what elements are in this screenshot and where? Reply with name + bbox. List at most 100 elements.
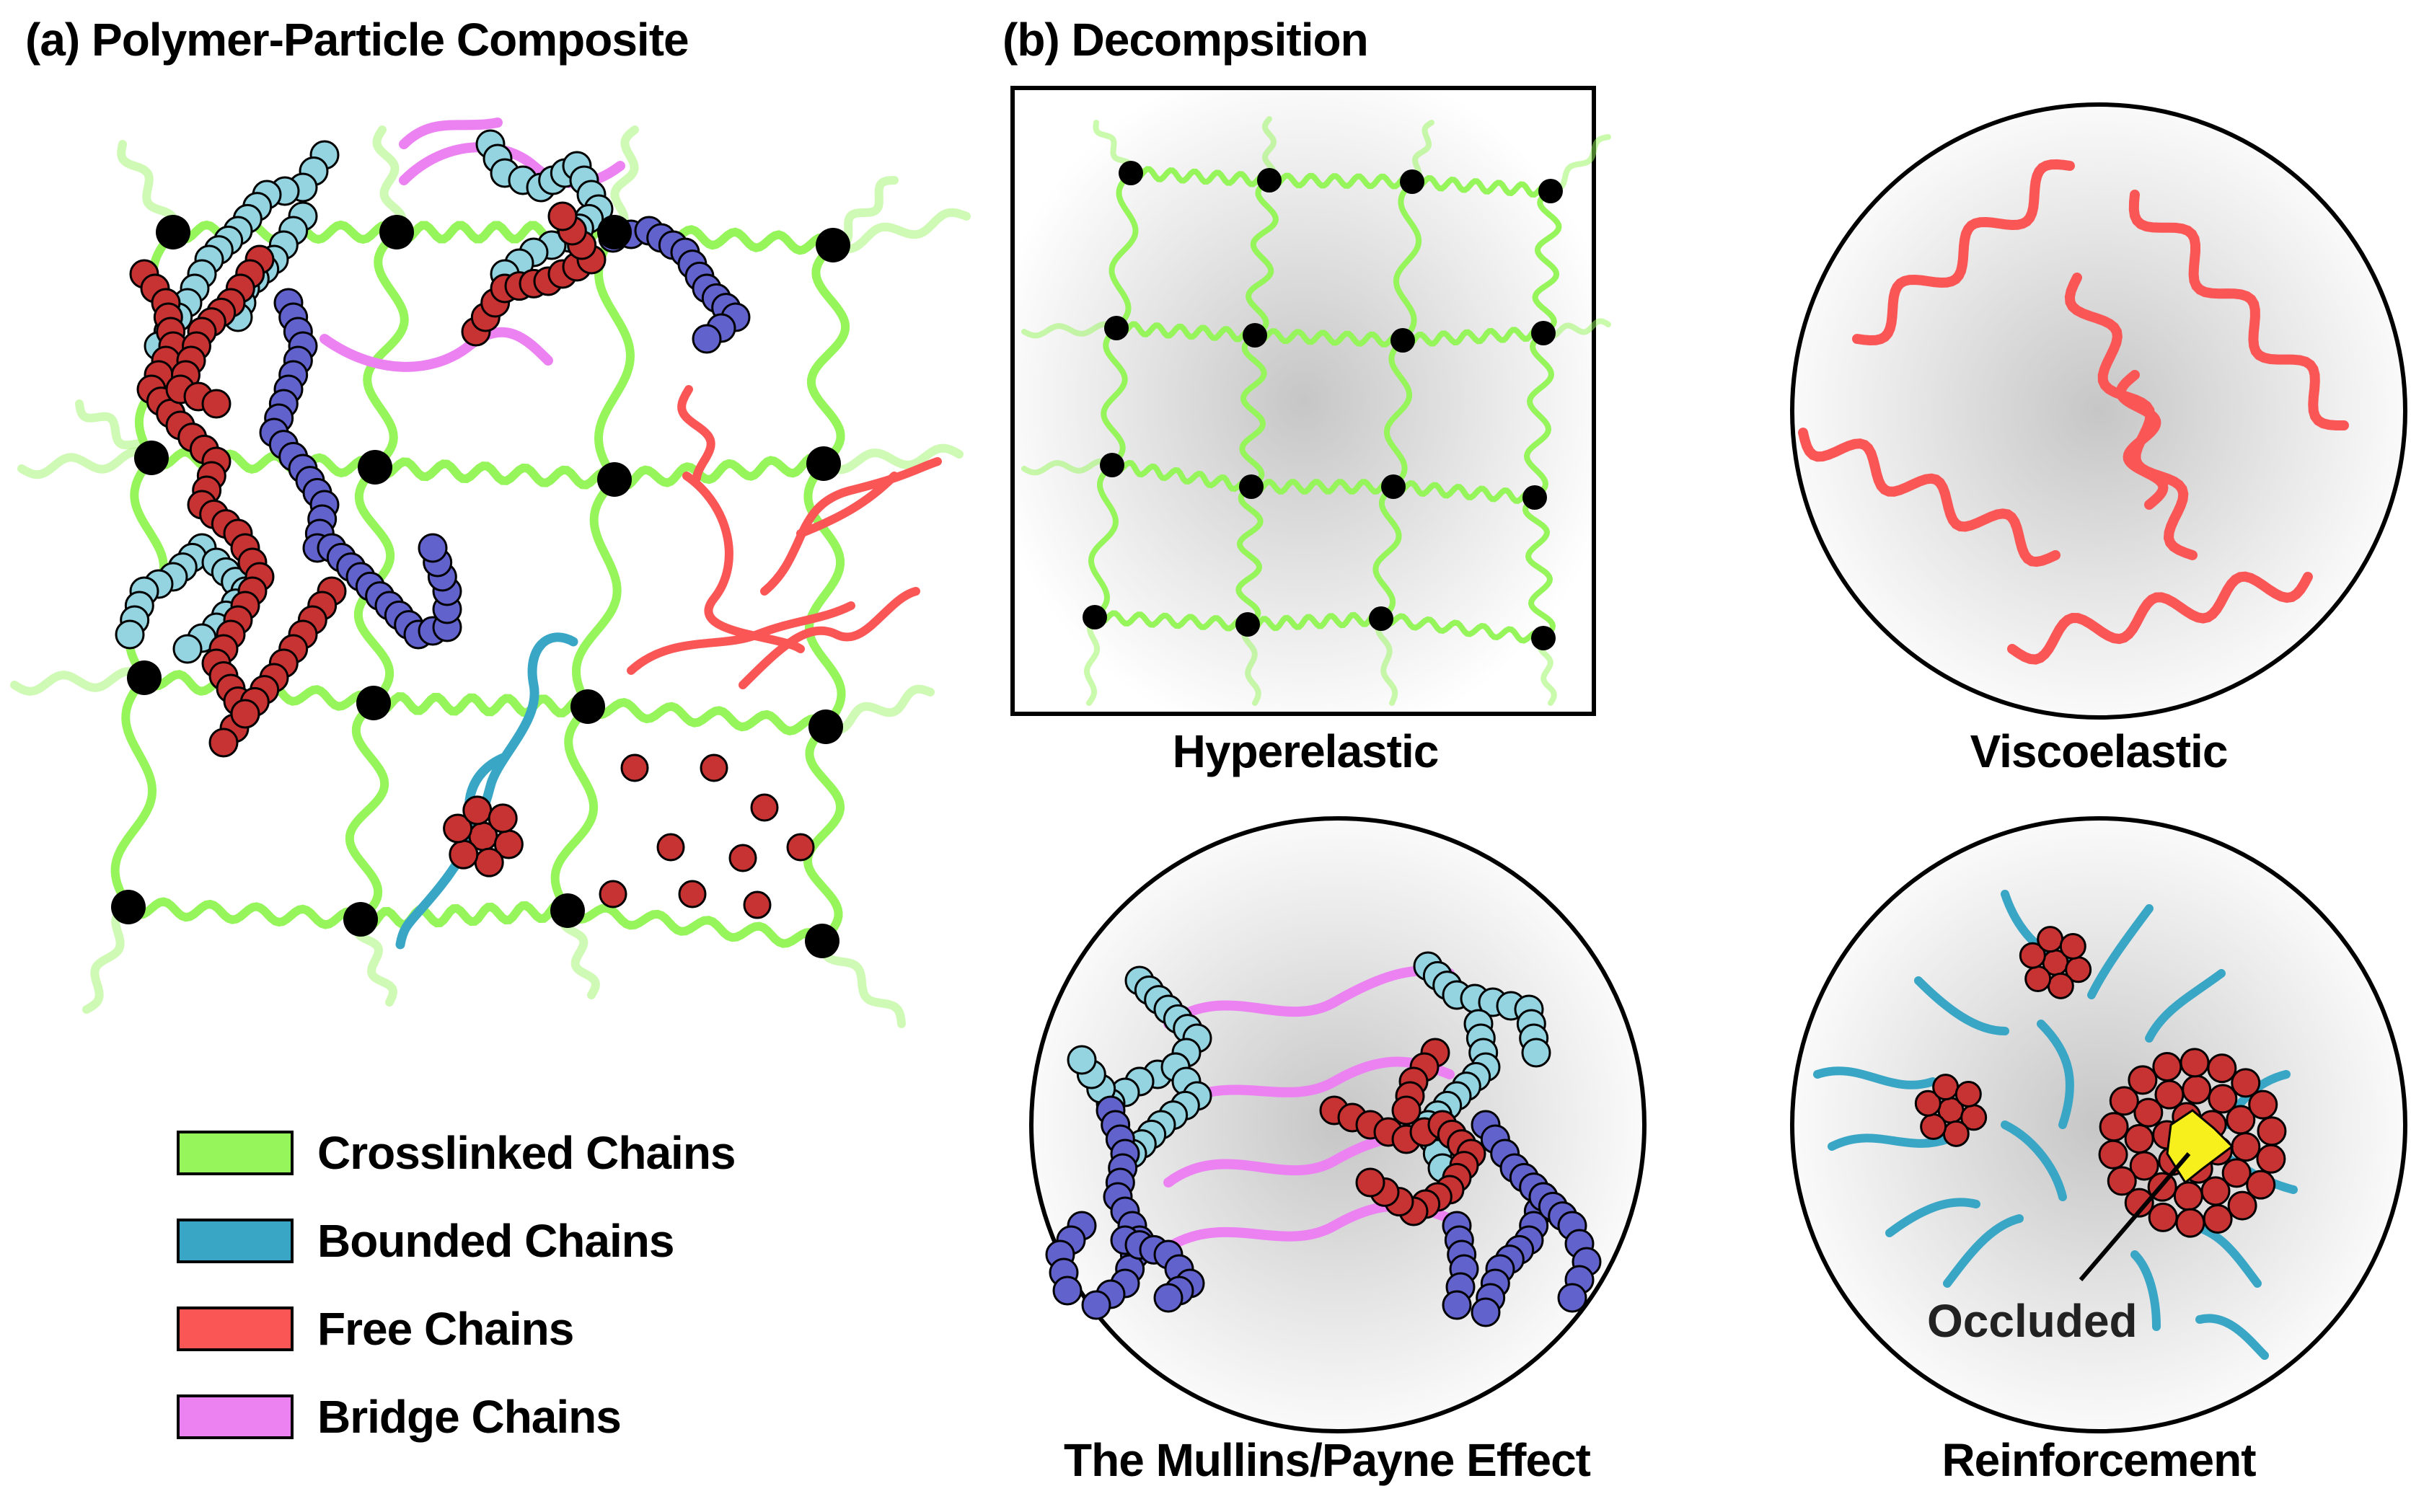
particle-bead — [2098, 1139, 2128, 1170]
particle-bead — [2207, 1053, 2237, 1084]
crosslink-node — [597, 215, 632, 249]
crosslink-node — [379, 215, 414, 249]
particle-bead — [2182, 1074, 2212, 1105]
particle-bead — [1521, 1038, 1551, 1068]
crosslink-node — [156, 215, 190, 249]
particle-bead — [1391, 1095, 1422, 1126]
crosslinked-chain — [550, 702, 599, 915]
particle-bead — [2200, 1176, 2231, 1206]
free-chain — [1798, 428, 2060, 567]
crosslink-node — [127, 660, 162, 695]
crosslinked-chain — [1088, 462, 1119, 620]
crosslinked-chain — [1400, 325, 1546, 348]
legend-item-free: Free Chains — [177, 1301, 826, 1358]
free-chain — [760, 457, 942, 596]
caption-reinforcement: Reinforcement — [1941, 1434, 2256, 1486]
crosslink-node — [806, 446, 841, 481]
crosslink-node — [570, 689, 605, 724]
crosslinked-chain — [1522, 495, 1556, 641]
particle-bead — [1081, 1290, 1111, 1320]
particle-bead — [2208, 1084, 2238, 1114]
legend-label: Bridge Chains — [317, 1391, 622, 1443]
particle-bead — [2175, 1208, 2205, 1238]
legend-swatch-free — [177, 1307, 294, 1351]
crosslinked-chain — [1235, 484, 1264, 627]
particle-bead — [201, 389, 232, 419]
free-chain — [2128, 190, 2349, 430]
crosslink-node — [356, 686, 391, 720]
crosslinked-chain — [1372, 484, 1402, 622]
crosslinked-chain — [803, 722, 845, 945]
legend-label: Crosslinked Chains — [317, 1127, 736, 1179]
crosslink-node — [111, 890, 146, 924]
legend-swatch-bounded — [177, 1219, 294, 1263]
crosslinked-chain — [583, 698, 830, 735]
crosslink-node — [343, 902, 378, 937]
crosslink-node — [808, 709, 843, 744]
occluded-core — [2166, 1109, 2234, 1185]
bounded-chain — [395, 632, 578, 950]
particle-bead — [2221, 1158, 2252, 1188]
particle-bead — [2128, 1065, 2158, 1095]
crosslinked-chain — [363, 228, 409, 472]
dangling-chain-end — [117, 140, 179, 236]
particle-bead — [1052, 1276, 1083, 1306]
particle-bead — [700, 753, 728, 782]
crosslinked-chain — [345, 699, 389, 924]
crosslink-node — [1235, 612, 1260, 637]
dangling-chain-end — [1021, 321, 1119, 339]
crosslinked-chain — [110, 673, 157, 911]
particle-bead — [2246, 1170, 2276, 1200]
crosslinked-chain — [1252, 328, 1406, 348]
particle-bead — [1932, 1074, 1960, 1101]
legend-label: Bounded Chains — [317, 1215, 674, 1267]
crosslinked-chain — [563, 903, 827, 948]
crosslink-nodes — [111, 161, 1563, 958]
particle-bead — [230, 699, 260, 729]
dangling-chain-end — [818, 937, 906, 1028]
particle-bead — [474, 847, 504, 877]
viscoelastic-circle — [1790, 102, 2407, 720]
particle-bead — [2173, 1181, 2203, 1211]
dangling-chain-end — [1548, 134, 1611, 194]
particle-bead — [2231, 1132, 2261, 1162]
particle-bead — [750, 793, 779, 822]
particle-bead — [1557, 1283, 1587, 1313]
crosslink-node — [1104, 316, 1129, 340]
crosslink-node — [1083, 605, 1107, 629]
dangling-chain-end — [829, 208, 971, 254]
particle-bead — [2154, 1079, 2185, 1110]
occluded-pointer-line — [2079, 1152, 2191, 1281]
crosslinked-chain — [1378, 613, 1546, 644]
dangling-chain-end — [821, 684, 935, 735]
particle-bead — [1355, 1167, 1385, 1198]
particle-bead — [449, 839, 479, 870]
caption-viscoelastic: Viscoelastic — [1970, 725, 2229, 777]
crosslinked-chain — [610, 452, 828, 491]
crosslinked-chain — [1390, 479, 1538, 505]
particle-bead — [2257, 1116, 2287, 1146]
bridge-chain — [319, 327, 553, 372]
particle-bead — [1942, 1120, 1970, 1147]
particle-bead — [1153, 1283, 1184, 1313]
particle-bead — [462, 795, 493, 826]
free-chain — [682, 472, 805, 653]
crosslink-node — [1381, 474, 1406, 499]
crosslinked-chain — [1109, 459, 1254, 492]
panel-b-title: (b) Decompsition — [1002, 14, 1369, 66]
particle-bead — [2124, 1188, 2154, 1218]
particle-bead — [2248, 1089, 2278, 1120]
panel-a-title: (a) Polymer-Particle Composite — [25, 14, 689, 66]
crosslinked-chain — [1409, 174, 1553, 198]
legend-swatch-bridge — [177, 1394, 294, 1439]
crosslink-node — [816, 228, 850, 262]
legend-item-bridge: Bridge Chains — [177, 1389, 826, 1446]
crosslinked-chain — [1383, 337, 1413, 490]
annotations — [2079, 1109, 2234, 1281]
particle-bead — [2256, 1144, 2286, 1174]
particle-bead — [1471, 1297, 1501, 1327]
particle-bead — [547, 201, 578, 231]
particle-bead — [2231, 1068, 2261, 1098]
bounded-chain — [1943, 1214, 2024, 1288]
crosslinked-chain — [1108, 170, 1139, 331]
